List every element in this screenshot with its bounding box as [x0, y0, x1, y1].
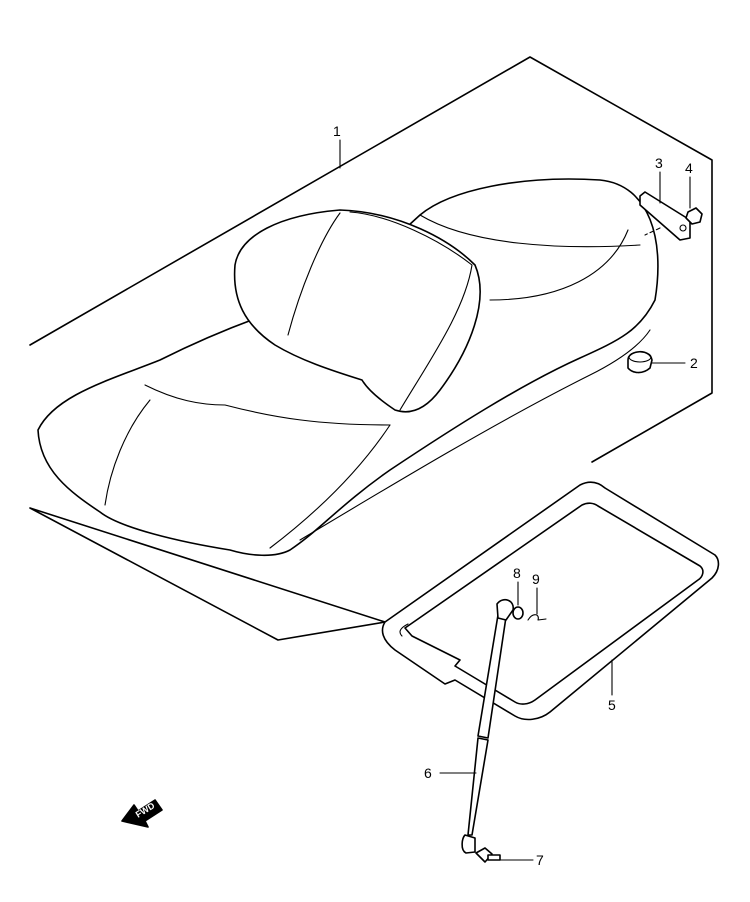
- callout-9: 9: [532, 571, 540, 587]
- clip-part-9: [527, 614, 547, 621]
- callout-2: 2: [690, 355, 698, 371]
- seat-bottom-edge: [299, 329, 651, 541]
- front-seat-seam: [144, 384, 391, 426]
- washer-part-8: [512, 606, 524, 620]
- callout-6: 6: [424, 765, 432, 781]
- callout-3: 3: [655, 155, 663, 171]
- strut-rod: [467, 737, 489, 836]
- front-seat-side: [269, 424, 391, 549]
- backrest-seam-right: [349, 211, 473, 411]
- backrest-seam-left: [287, 212, 341, 336]
- strut-eye-top: [496, 598, 514, 621]
- front-seat-fold: [104, 399, 151, 506]
- callout-8: 8: [513, 565, 521, 581]
- rear-seat-seam: [419, 214, 641, 248]
- bracket-part-3: [639, 191, 691, 241]
- callout-4: 4: [685, 160, 693, 176]
- frame-inner: [404, 502, 704, 705]
- backrest: [233, 209, 481, 413]
- callout-5: 5: [608, 697, 616, 713]
- assembly-outline: [29, 56, 713, 641]
- dash-bracket: [644, 227, 661, 236]
- nut-part-4: [685, 207, 703, 225]
- rear-seat-edge: [489, 229, 629, 301]
- strut-eye-bottom: [461, 834, 476, 854]
- fwd-arrow-icon: FWD: [121, 799, 163, 828]
- callout-1: 1: [333, 123, 341, 139]
- frame-corner: [399, 623, 409, 637]
- callout-7: 7: [536, 852, 544, 868]
